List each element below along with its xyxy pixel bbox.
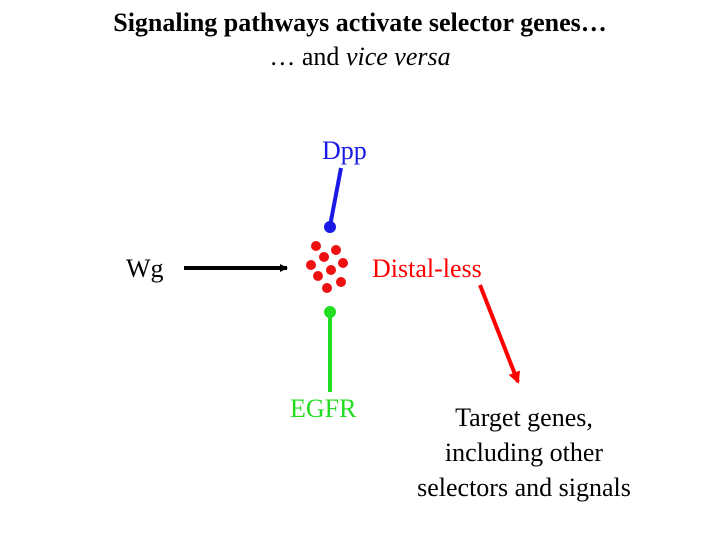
distal-less-arrow: [478, 284, 520, 384]
title-line-2-italic: vice versa: [345, 42, 451, 71]
target-genes-line: Target genes,: [455, 403, 593, 432]
cluster-dot: [326, 265, 336, 275]
cluster-dot: [311, 241, 321, 251]
distal-less-cluster: [306, 241, 348, 293]
cluster-dot: [306, 260, 316, 270]
distal-less-label: Distal-less: [372, 254, 482, 283]
target-genes-label: Target genes, including other selectors …: [396, 400, 652, 505]
cluster-dot: [313, 271, 323, 281]
target-genes-line: selectors and signals: [417, 473, 631, 502]
cluster-dot: [336, 277, 346, 287]
target-genes-line: including other: [444, 438, 604, 467]
egfr-receptor-dot: [324, 306, 336, 318]
wg-label: Wg: [126, 254, 164, 283]
cluster-dot: [322, 283, 332, 293]
cluster-dot: [331, 245, 341, 255]
egfr-label: EGFR: [290, 394, 357, 423]
title-line-2: … and vice versa: [0, 42, 720, 72]
cluster-dot: [319, 252, 329, 262]
cluster-dot: [338, 258, 348, 268]
dpp-label: Dpp: [322, 136, 367, 165]
title-line-1: Signaling pathways activate selector gen…: [113, 8, 607, 37]
dpp-stalk: [328, 167, 343, 227]
title-line-2-prefix: … and: [269, 42, 346, 71]
dpp-receptor-dot: [324, 221, 336, 233]
